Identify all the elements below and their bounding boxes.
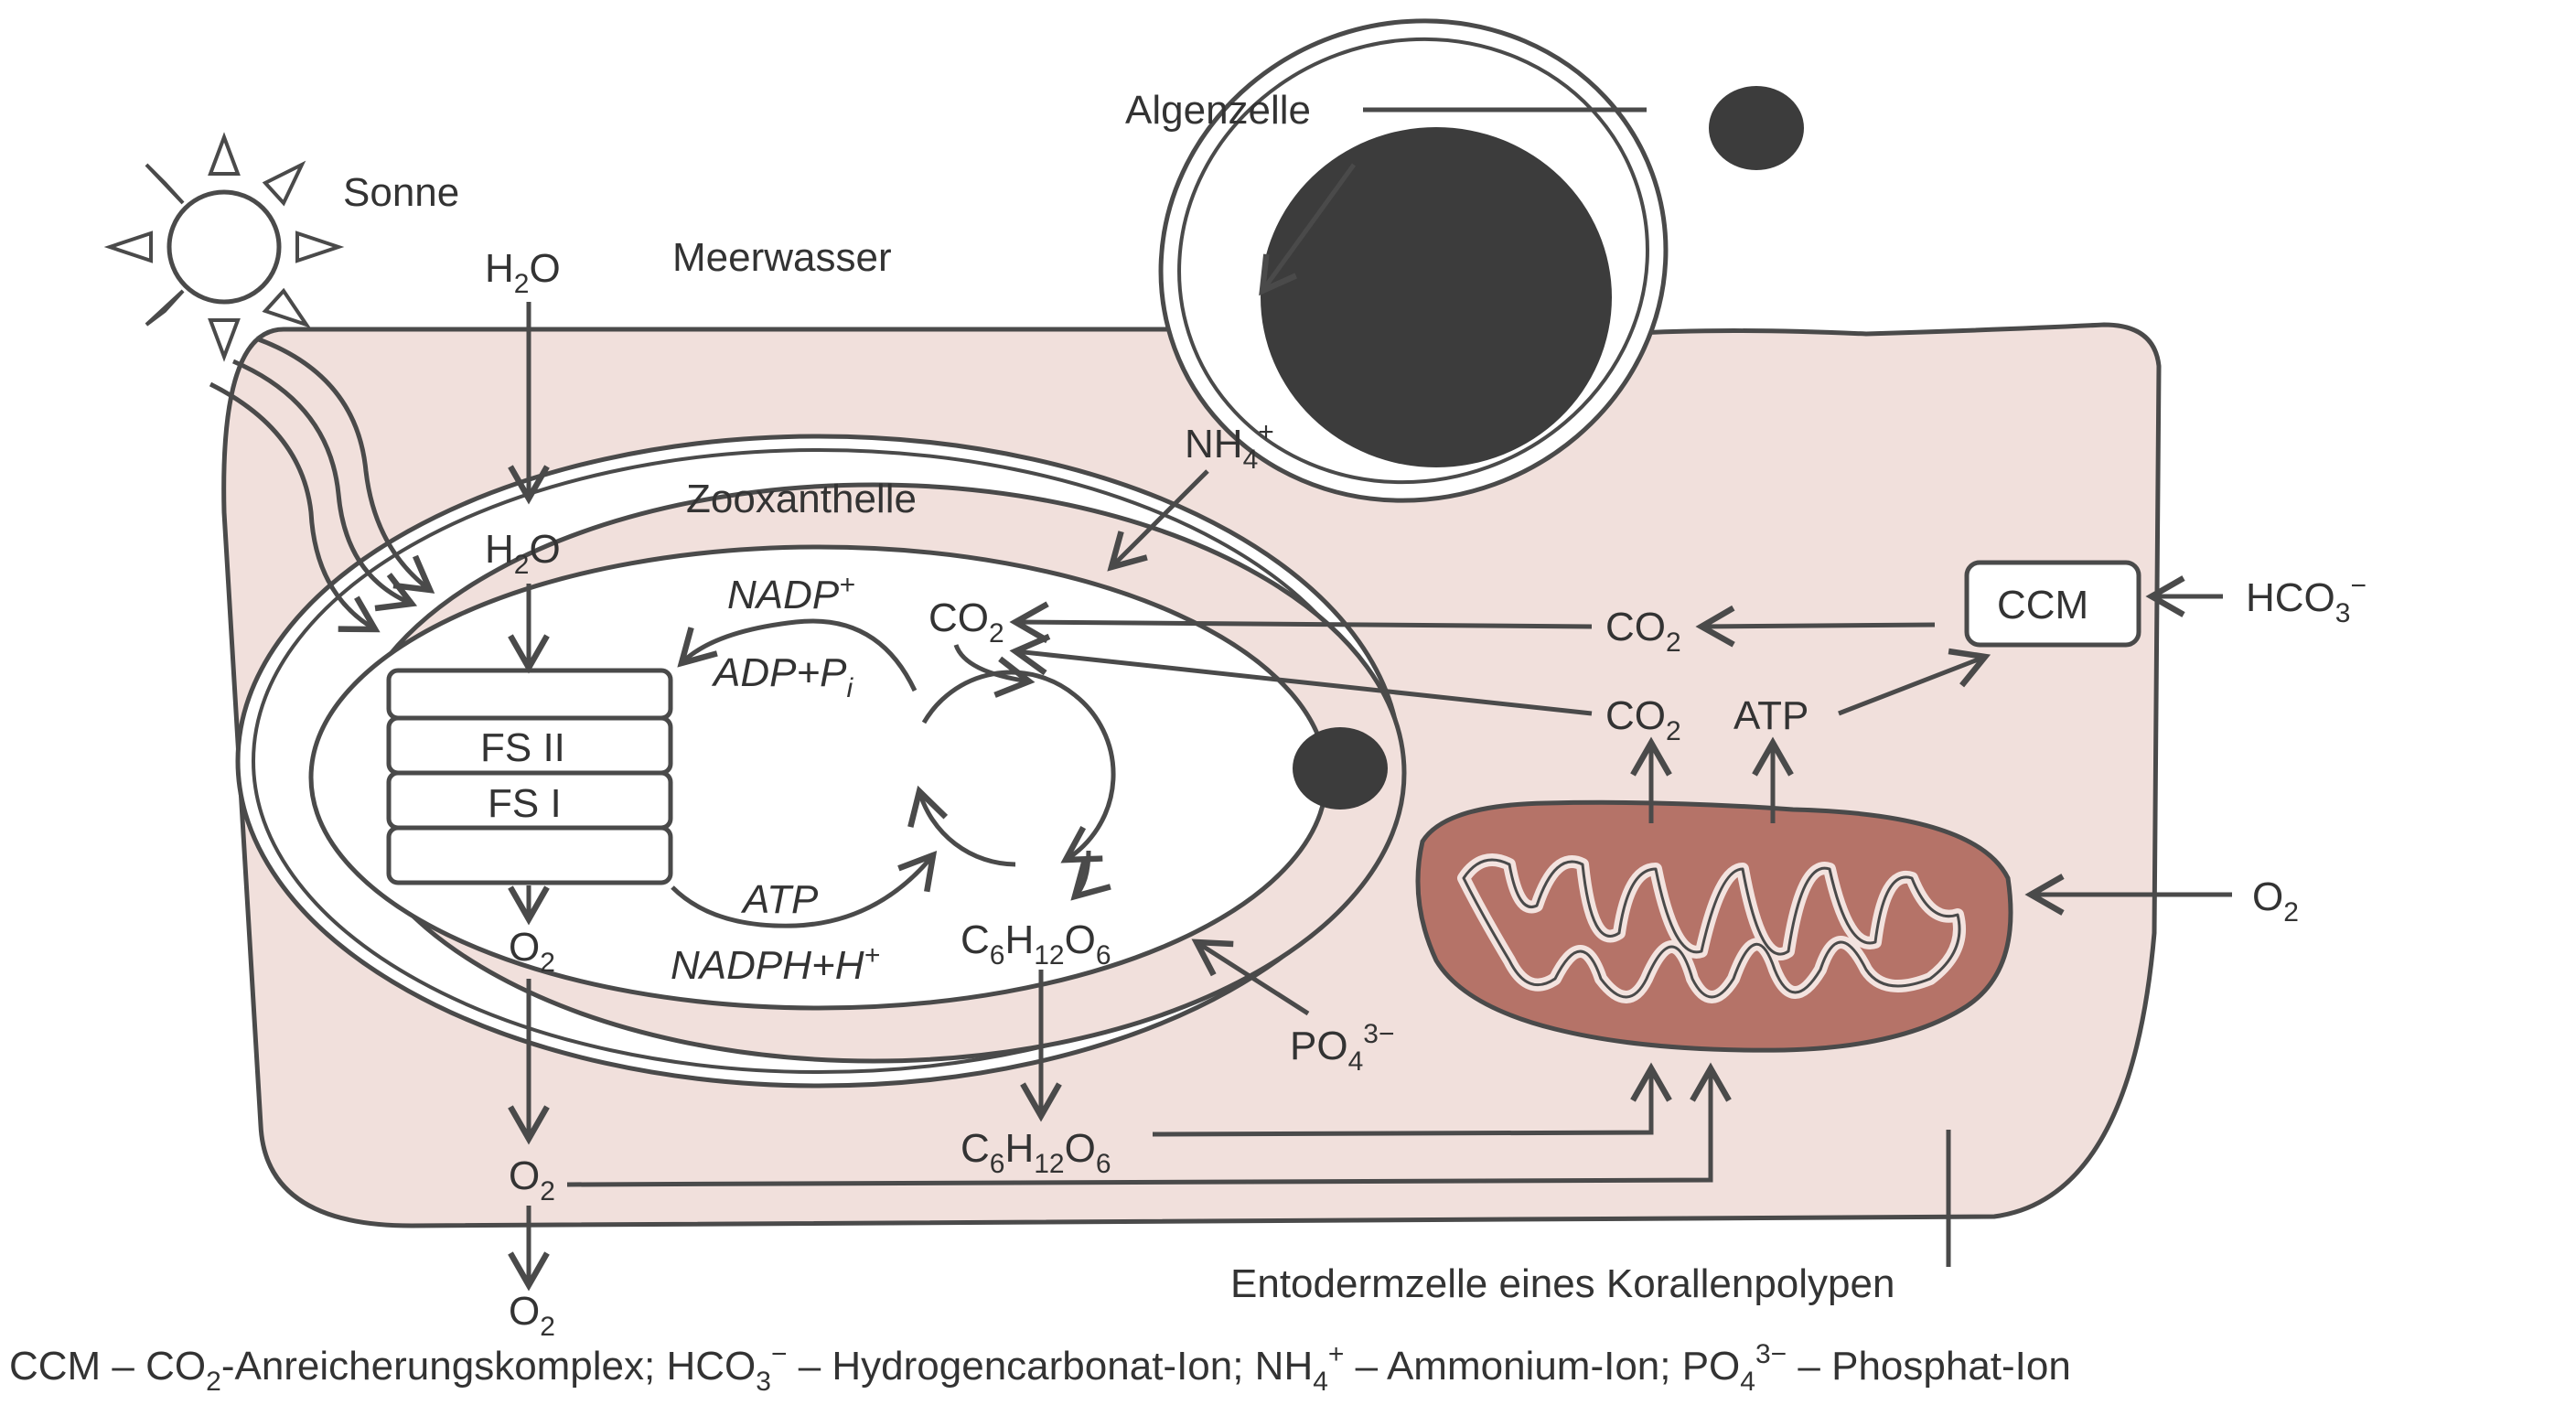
hco3-label: HCO3− — [2246, 571, 2367, 628]
co2-upper: CO2 — [1605, 605, 1681, 658]
nadph-label: NADPH+H+ — [671, 940, 880, 988]
calvin-cycle — [907, 670, 1116, 867]
algenzelle-label: Algenzelle — [1125, 88, 1311, 133]
h2o-top: H2O — [485, 246, 561, 299]
co2-lower: CO2 — [1605, 693, 1681, 746]
adp-pi-label: ADP+Pi — [711, 650, 854, 703]
co2-calvin: CO2 — [928, 595, 1004, 649]
fs1-label: FS I — [488, 781, 562, 826]
nh4-label: NH4+ — [1185, 417, 1274, 475]
o2-out: O2 — [509, 1289, 555, 1342]
pyrenoid — [1293, 727, 1388, 810]
glucose-inner: C6H12O6 — [961, 917, 1111, 971]
mitochondrion — [1415, 799, 2013, 1053]
fs2-label: FS II — [480, 725, 565, 770]
entodermzelle-label: Entodermzelle eines Korallenpolypen — [1230, 1261, 1894, 1306]
o2-inner: O2 — [509, 925, 555, 978]
sun-icon — [103, 132, 345, 362]
atp-cell-label: ATP — [1733, 693, 1809, 738]
sonne-label: Sonne — [343, 170, 459, 215]
o2-right: O2 — [2252, 874, 2299, 928]
legend-text: CCM – CO2-Anreicherungskomplex; HCO3− – … — [9, 1339, 2071, 1397]
algenzelle-chloroplast — [1261, 127, 1612, 467]
ccm-label: CCM — [1997, 583, 2088, 627]
algenzelle-inner — [1177, 37, 1649, 485]
meerwasser-label: Meerwasser — [672, 235, 892, 280]
ccm-box — [1964, 560, 2141, 648]
atp-inner-label: ATP — [740, 877, 819, 922]
algenzelle-pyrenoid — [1709, 86, 1804, 170]
thylakoid-stack — [386, 668, 673, 885]
nadp-label: NADP+ — [727, 570, 855, 617]
po4-label: PO43− — [1290, 1019, 1394, 1077]
glucose-cell: C6H12O6 — [961, 1126, 1111, 1179]
zooxanthelle-label: Zooxanthelle — [686, 477, 917, 521]
h2o-inner: H2O — [485, 527, 561, 580]
o2-cell: O2 — [509, 1153, 555, 1207]
